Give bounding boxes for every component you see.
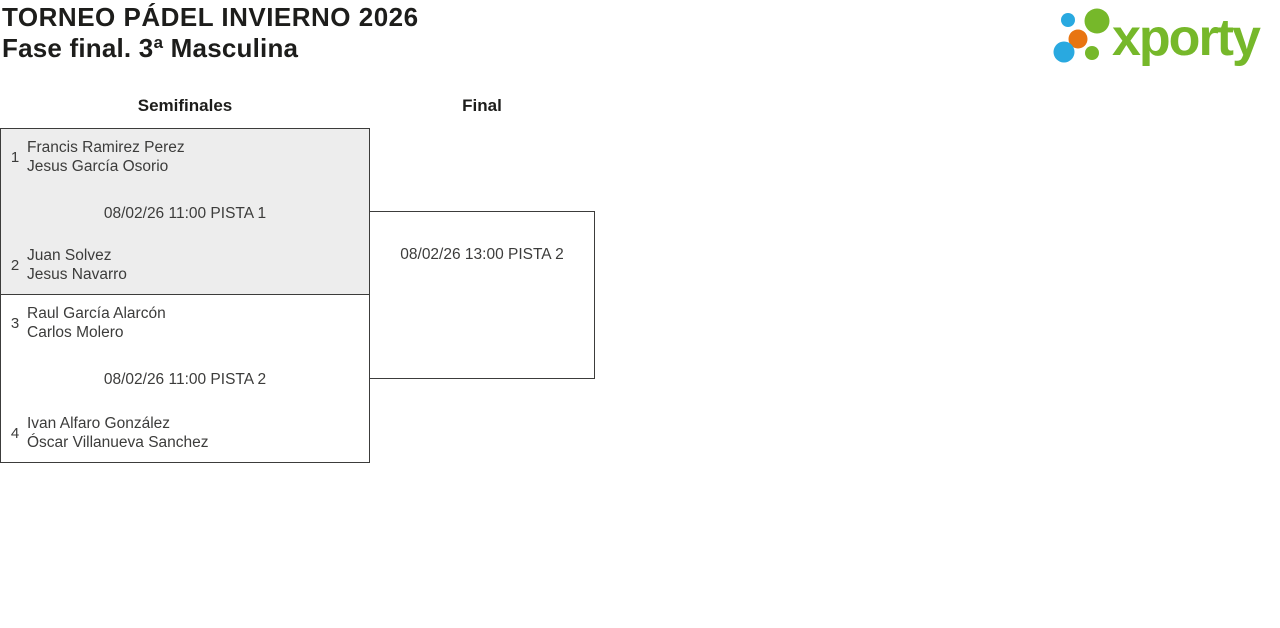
player-name: Carlos Molero — [27, 324, 124, 341]
player-name: Francis Ramirez Perez — [27, 139, 185, 156]
tournament-title: TORNEO PÁDEL INVIERNO 2026 — [2, 2, 419, 32]
team-row: 3 Raul García Alarcón Carlos Molero — [6, 304, 364, 342]
player-name: Óscar Villanueva Sanchez — [27, 434, 209, 451]
team-row: 2 Juan Solvez Jesus Navarro — [6, 246, 364, 284]
match-card-final[interactable]: 08/02/26 13:00 PISTA 2 — [369, 211, 595, 379]
team-row: 4 Ivan Alfaro González Óscar Villanueva … — [6, 414, 364, 452]
xporty-logo-text: xporty — [1112, 9, 1261, 67]
match-schedule: 08/02/26 13:00 PISTA 2 — [400, 246, 564, 263]
team-players: Juan Solvez Jesus Navarro — [27, 246, 127, 284]
team-row: 1 Francis Ramirez Perez Jesus García Oso… — [6, 138, 364, 176]
phase-subtitle: Fase final. 3ª Masculina — [2, 33, 299, 63]
round-header-semifinals: Semifinales — [137, 96, 233, 115]
seed-number: 3 — [10, 314, 20, 332]
seed-number: 1 — [10, 148, 20, 166]
match-schedule: 08/02/26 11:00 PISTA 2 — [103, 371, 267, 388]
player-name: Juan Solvez — [27, 247, 112, 264]
xporty-logo-dots-icon — [1053, 8, 1110, 63]
match-card-semifinal-2[interactable]: 3 Raul García Alarcón Carlos Molero 08/0… — [0, 294, 370, 463]
player-name: Ivan Alfaro González — [27, 415, 171, 432]
player-name: Raul García Alarcón — [27, 305, 166, 322]
player-name: Jesus García Osorio — [27, 158, 169, 175]
xporty-logo: xporty — [1048, 0, 1280, 78]
match-card-semifinal-1[interactable]: 1 Francis Ramirez Perez Jesus García Oso… — [0, 128, 370, 295]
seed-number: 2 — [10, 256, 20, 274]
team-players: Ivan Alfaro González Óscar Villanueva Sa… — [27, 414, 209, 452]
team-players: Raul García Alarcón Carlos Molero — [27, 304, 166, 342]
round-header-final: Final — [462, 96, 502, 115]
player-name: Jesus Navarro — [27, 266, 127, 283]
match-schedule: 08/02/26 11:00 PISTA 1 — [103, 205, 267, 222]
seed-number: 4 — [10, 424, 20, 442]
team-players: Francis Ramirez Perez Jesus García Osori… — [27, 138, 185, 176]
page-header: TORNEO PÁDEL INVIERNO 2026 Fase final. 3… — [2, 2, 419, 64]
